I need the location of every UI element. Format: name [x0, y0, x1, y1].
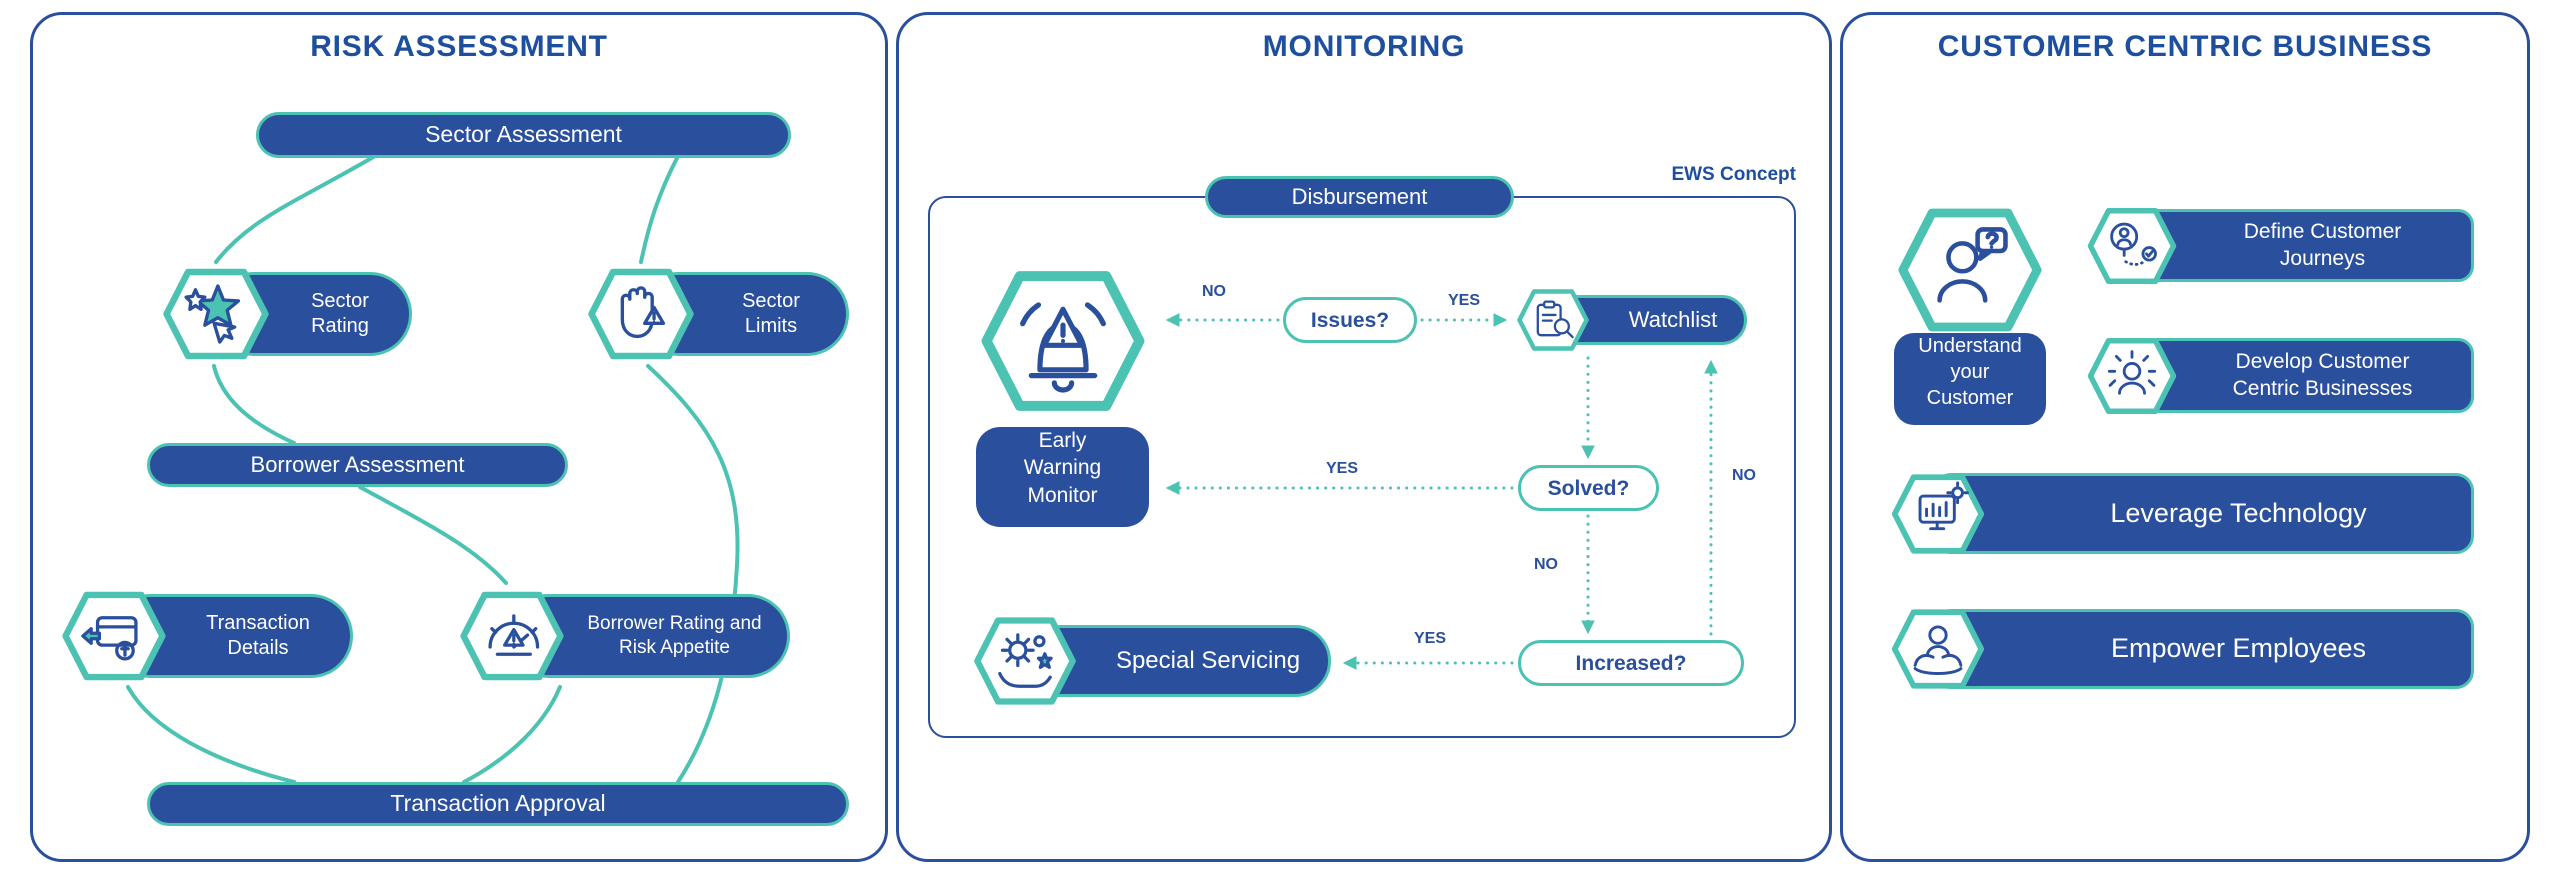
- special-servicing-node: Special Servicing: [971, 612, 1331, 710]
- journey-map-icon: [2110, 222, 2157, 266]
- early-warning-hexagon: [981, 271, 1144, 411]
- disbursement-node: Disbursement: [1205, 176, 1514, 218]
- understand-customer-body: Understand your Customer: [1894, 333, 2046, 425]
- empower-employees-node: Empower Employees: [1889, 606, 2474, 692]
- borrower-assessment-node: Borrower Assessment: [147, 443, 568, 487]
- flow-label-yes-issues: YES: [1447, 292, 1480, 309]
- leverage-technology-node: Leverage Technology: [1889, 470, 2474, 557]
- empower-employees-pill: Empower Employees: [1933, 609, 2474, 689]
- understand-customer-node: Understand your Customer: [1894, 204, 2046, 425]
- ews-concept-label: EWS Concept: [1671, 164, 1796, 185]
- special-servicing-label: Special Servicing: [1115, 647, 1301, 674]
- flow-label-yes-increased: YES: [1413, 630, 1446, 647]
- transaction-approval-node: Transaction Approval: [147, 782, 849, 826]
- leverage-technology-label: Leverage Technology: [2110, 497, 2367, 528]
- chart-monitor-icon: [1918, 480, 1969, 530]
- flow-label-yes-solved: YES: [1325, 460, 1358, 477]
- define-journeys-label: Define Customer Journeys: [2243, 220, 2402, 270]
- hands-person-icon: [1913, 625, 1963, 675]
- person-rays-icon: [2107, 349, 2157, 395]
- transaction-details-hexagon: [62, 591, 166, 681]
- alarm-alert-icon: [1019, 302, 1106, 393]
- special-servicing-hexagon: [974, 617, 1076, 705]
- solved-decision: Solved?: [1518, 465, 1659, 511]
- clipboard-search-icon: [1536, 300, 1574, 339]
- special-servicing-pill: Special Servicing: [1021, 625, 1331, 697]
- customer-centric-panel: [1840, 12, 2530, 862]
- define-journeys-hexagon: [2087, 207, 2177, 284]
- understand-customer-label: Understand your Customer: [1918, 335, 2022, 409]
- person-question-icon: [1937, 227, 2008, 303]
- sector-limits-node: Sector Limits: [585, 262, 849, 366]
- leverage-technology-hexagon: [1891, 473, 1985, 554]
- sector-rating-node: Sector Rating: [160, 262, 412, 366]
- early-warning-monitor-node: Early Warning Monitor: [976, 266, 1149, 527]
- transaction-details-node: Transaction Details: [59, 585, 353, 687]
- sector-rating-hexagon: [163, 268, 269, 360]
- increased-decision: Increased?: [1518, 640, 1744, 686]
- gear-hand-service-icon: [998, 633, 1053, 688]
- define-journeys-pill: Define Customer Journeys: [2127, 209, 2474, 282]
- customer-panel-title: CUSTOMER CENTRIC BUSINESS: [1937, 30, 2433, 63]
- watchlist-node: Watchlist: [1515, 286, 1747, 354]
- monitoring-panel-title: MONITORING: [1262, 30, 1466, 63]
- risk-panel-title: RISK ASSESSMENT: [310, 30, 608, 63]
- sector-rating-label: Sector Rating: [311, 290, 369, 337]
- early-warning-monitor-body: Early Warning Monitor: [976, 427, 1149, 527]
- develop-businesses-label: Develop Customer Centric Businesses: [2232, 350, 2413, 400]
- flow-label-no-watchlist: NO: [1732, 467, 1756, 484]
- card-transfer-icon: [81, 616, 138, 661]
- early-warning-monitor-label: Early Warning Monitor: [1023, 429, 1102, 507]
- borrower-rating-label: Borrower Rating and Risk Appetite: [587, 613, 762, 658]
- borrower-rating-node: Borrower Rating and Risk Appetite: [457, 585, 790, 687]
- develop-businesses-node: Develop Customer Centric Businesses: [2085, 333, 2474, 418]
- borrower-rating-hexagon: [460, 591, 564, 681]
- hand-stop-alert-icon: [620, 286, 666, 339]
- sector-assessment-node: Sector Assessment: [256, 112, 791, 158]
- gauge-alert-icon: [488, 614, 540, 656]
- watchlist-hexagon: [1517, 289, 1589, 351]
- define-journeys-node: Define Customer Journeys: [2085, 204, 2474, 287]
- sector-limits-label: Sector Limits: [742, 290, 800, 337]
- transaction-details-label: Transaction Details: [206, 612, 310, 659]
- flow-label-no-solved: NO: [1534, 556, 1558, 573]
- understand-customer-hexagon: [1898, 208, 2042, 332]
- empower-employees-label: Empower Employees: [2110, 633, 2367, 664]
- empower-employees-hexagon: [1891, 609, 1985, 689]
- star-rating-icon: [184, 284, 241, 344]
- flow-label-no-issues: NO: [1202, 283, 1226, 300]
- develop-businesses-pill: Develop Customer Centric Businesses: [2127, 338, 2474, 413]
- issues-decision: Issues?: [1283, 297, 1417, 343]
- watchlist-label: Watchlist: [1628, 307, 1718, 333]
- sector-limits-hexagon: [588, 268, 694, 360]
- leverage-technology-pill: Leverage Technology: [1933, 473, 2474, 554]
- develop-businesses-hexagon: [2087, 337, 2177, 414]
